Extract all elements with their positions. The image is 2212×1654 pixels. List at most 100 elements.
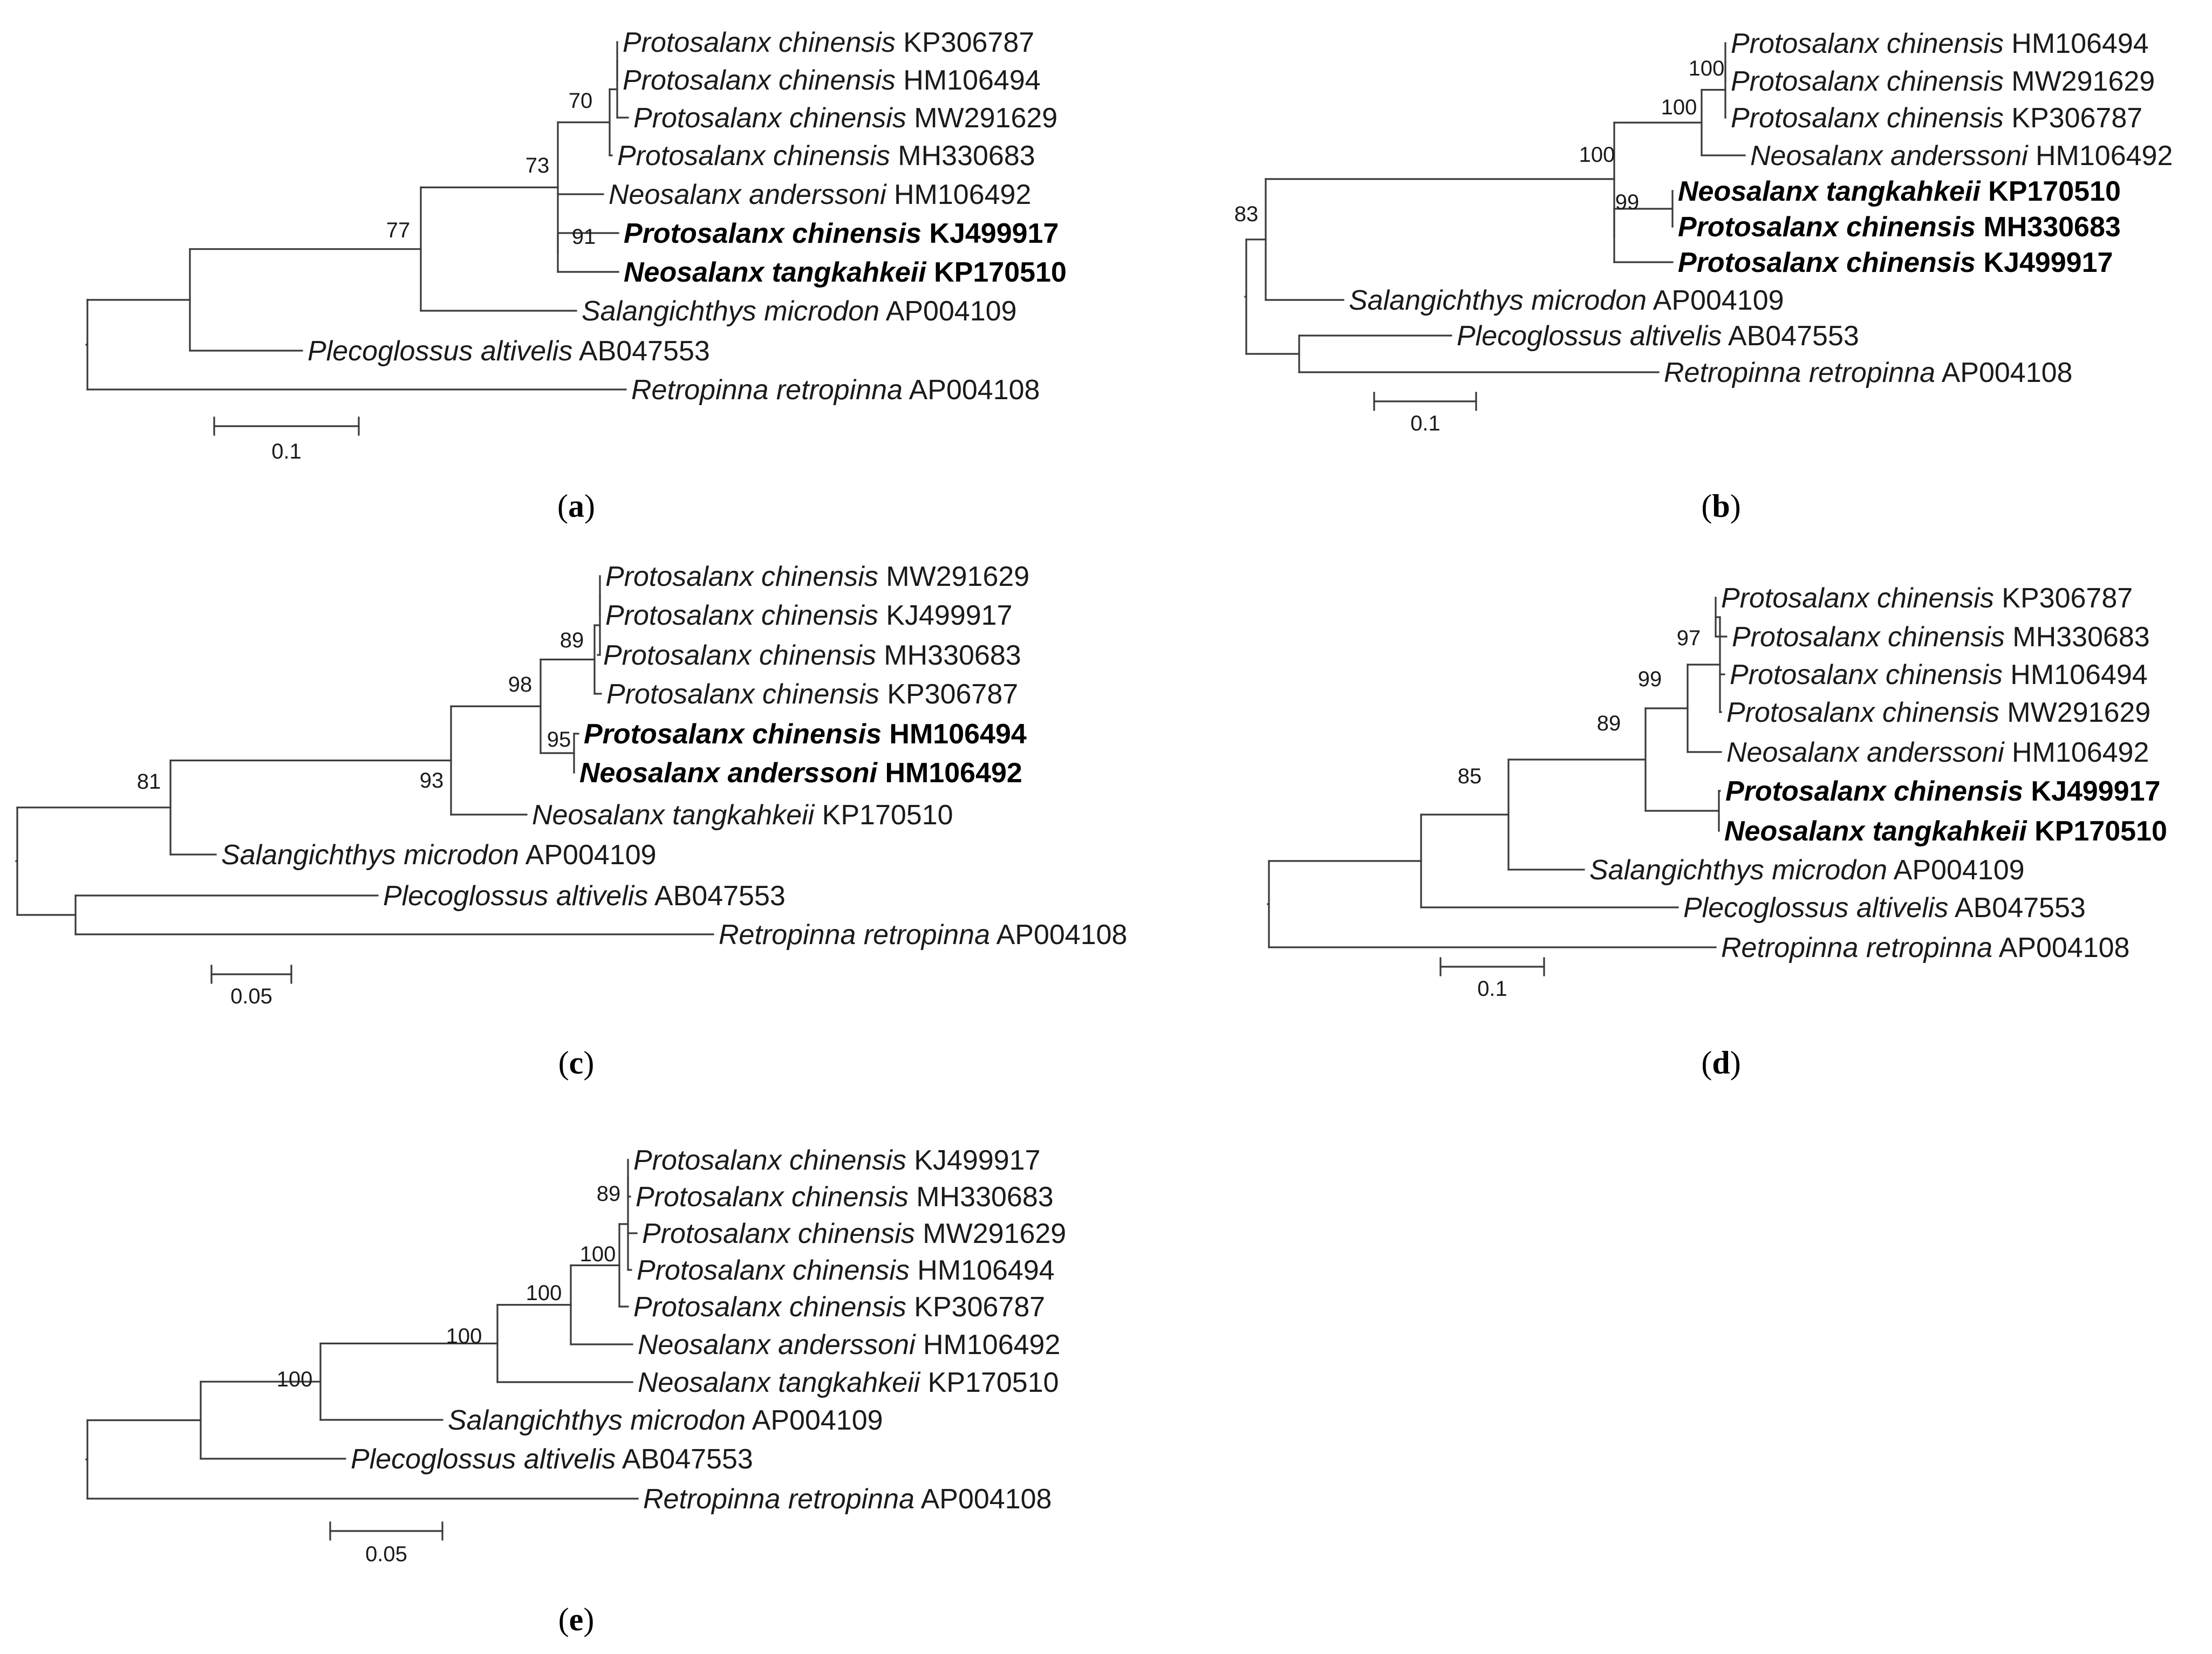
leaf-label: Plecoglossus altivelis AB047553: [1683, 892, 2086, 924]
leaf-label: Neosalanx anderssoni HM106492: [1750, 140, 2173, 172]
leaf-label: Protosalanx chinensis MW291629: [1731, 66, 2155, 97]
leaf-label: Protosalanx chinensis KJ499917: [605, 600, 1013, 631]
panel-label: (b): [1701, 488, 1740, 524]
leaf-accession: KJ499917: [921, 218, 1059, 249]
leaf-species: Protosalanx chinensis: [1726, 697, 1999, 728]
leaf-label: Plecoglossus altivelis AB047553: [383, 880, 786, 912]
leaf-species: Retropinna retropinna: [719, 919, 990, 951]
leaf-accession: HM106492: [916, 1329, 1061, 1361]
bootstrap-value: 85: [1458, 764, 1482, 788]
leaf-accession: KP170510: [814, 799, 953, 831]
leaf-label: Retropinna retropinna AP004108: [631, 374, 1040, 406]
leaf-accession: KP170510: [2027, 816, 2167, 847]
leaf-accession: MW291629: [1999, 697, 2150, 728]
leaf-accession: AB047553: [616, 1444, 753, 1475]
leaf-accession: MW291629: [2004, 66, 2155, 97]
leaf-accession: HM106494: [882, 719, 1027, 750]
leaf-species: Plecoglossus altivelis: [1683, 892, 1948, 924]
bootstrap-value: 89: [597, 1182, 621, 1206]
leaf-species: Protosalanx chinensis: [605, 600, 878, 631]
panel-letter: e: [569, 1602, 584, 1637]
leaf-species: Protosalanx chinensis: [1721, 583, 1994, 614]
leaf-label: Salangichthys microdon AP004109: [1589, 855, 2025, 886]
leaf-accession: AP004108: [1992, 932, 2129, 963]
leaf-species: Neosalanx anderssoni: [1726, 737, 2005, 768]
leaf-label: Protosalanx chinensis MH330683: [1678, 211, 2121, 243]
tree-panel-d: Protosalanx chinensis KP306787Protosalan…: [1267, 583, 2167, 1081]
leaf-label: Protosalanx chinensis MH330683: [1732, 621, 2150, 653]
leaf-species: Protosalanx chinensis: [584, 719, 882, 750]
leaf-accession: MW291629: [915, 1218, 1066, 1249]
leaf-species: Protosalanx chinensis: [624, 218, 921, 249]
leaf-accession: HM106492: [886, 179, 1032, 210]
leaf-label: Salangichthys microdon AP004109: [1349, 285, 1784, 316]
leaf-accession: HM106492: [2004, 737, 2149, 768]
panel-label: (d): [1701, 1045, 1740, 1081]
leaf-accession: AP004109: [1647, 285, 1784, 316]
leaf-species: Retropinna retropinna: [631, 374, 903, 406]
leaf-label: Protosalanx chinensis KP306787: [1721, 583, 2133, 614]
panel-letter: a: [568, 488, 584, 524]
bootstrap-value: 100: [1661, 95, 1697, 119]
leaf-label: Protosalanx chinensis KJ499917: [1678, 247, 2113, 278]
leaf-accession: AB047553: [572, 336, 709, 367]
bootstrap-value: 100: [1689, 57, 1725, 80]
bootstrap-value: 95: [547, 728, 571, 751]
leaf-species: Neosalanx tangkahkeii: [532, 799, 815, 831]
leaf-species: Neosalanx tangkahkeii: [1724, 816, 2027, 847]
bootstrap-value: 70: [569, 89, 593, 113]
leaf-species: Salangichthys microdon: [582, 296, 879, 327]
bootstrap-value: 73: [525, 154, 550, 177]
bootstrap-value: 89: [1597, 712, 1621, 735]
leaf-label: Protosalanx chinensis HM106494: [637, 1255, 1055, 1286]
leaf-accession: KP170510: [1981, 176, 2121, 207]
leaf-label: Salangichthys microdon AP004109: [448, 1405, 883, 1436]
leaf-species: Salangichthys microdon: [448, 1405, 746, 1436]
bootstrap-value: 100: [277, 1368, 313, 1391]
leaf-species: Neosalanx tangkahkeii: [624, 257, 927, 288]
bootstrap-value: 100: [580, 1242, 616, 1266]
scale-bar-label: 0.1: [1410, 412, 1440, 435]
leaf-species: Protosalanx chinensis: [636, 1181, 909, 1213]
leaf-species: Neosalanx anderssoni: [1750, 140, 2029, 172]
leaf-species: Protosalanx chinensis: [637, 1255, 910, 1286]
leaf-species: Protosalanx chinensis: [1731, 28, 2004, 59]
panel-letter: d: [1712, 1045, 1730, 1081]
bootstrap-value: 83: [1234, 202, 1259, 226]
bootstrap-value: 89: [560, 628, 584, 652]
leaf-species: Protosalanx chinensis: [1731, 66, 2004, 97]
leaf-species: Salangichthys microdon: [1589, 855, 1887, 886]
leaf-species: Retropinna retropinna: [1721, 932, 1992, 963]
leaf-species: Retropinna retropinna: [643, 1484, 914, 1515]
leaf-label: Protosalanx chinensis MH330683: [617, 140, 1035, 172]
tree-panel-e: Protosalanx chinensis KJ499917Protosalan…: [85, 1145, 1066, 1637]
leaf-accession: AP004109: [519, 839, 656, 871]
panel-letter: c: [569, 1045, 584, 1081]
scale-bar-label: 0.1: [271, 440, 302, 463]
leaf-accession: AP004109: [1887, 855, 2024, 886]
leaf-label: Neosalanx anderssoni HM106492: [579, 757, 1022, 789]
leaf-accession: AP004108: [903, 374, 1040, 406]
bootstrap-value: 77: [386, 218, 411, 242]
leaf-species: Protosalanx chinensis: [1678, 211, 1976, 243]
leaf-label: Protosalanx chinensis MW291629: [1726, 697, 2150, 728]
leaf-label: Neosalanx tangkahkeii KP170510: [638, 1367, 1059, 1398]
leaf-accession: KP306787: [906, 1291, 1045, 1323]
bootstrap-value: 81: [137, 770, 161, 794]
leaf-accession: HM106494: [910, 1255, 1055, 1286]
leaf-accession: MH330683: [909, 1181, 1054, 1213]
leaf-accession: KJ499917: [906, 1145, 1041, 1176]
leaf-accession: MH330683: [1976, 211, 2121, 243]
leaf-species: Neosalanx anderssoni: [579, 757, 878, 789]
leaf-label: Protosalanx chinensis KP306787: [623, 27, 1034, 58]
leaf-accession: KJ499917: [878, 600, 1013, 631]
leaf-species: Neosalanx tangkahkeii: [638, 1367, 921, 1398]
leaf-species: Protosalanx chinensis: [633, 102, 906, 134]
leaf-label: Neosalanx tangkahkeii KP170510: [532, 799, 953, 831]
bootstrap-value: 100: [446, 1324, 482, 1348]
leaf-accession: KJ499917: [1976, 247, 2113, 278]
leaf-accession: AB047553: [1948, 892, 2085, 924]
leaf-accession: AP004108: [1935, 357, 2072, 388]
leaf-accession: MH330683: [876, 640, 1021, 671]
leaf-label: Salangichthys microdon AP004109: [582, 296, 1017, 327]
